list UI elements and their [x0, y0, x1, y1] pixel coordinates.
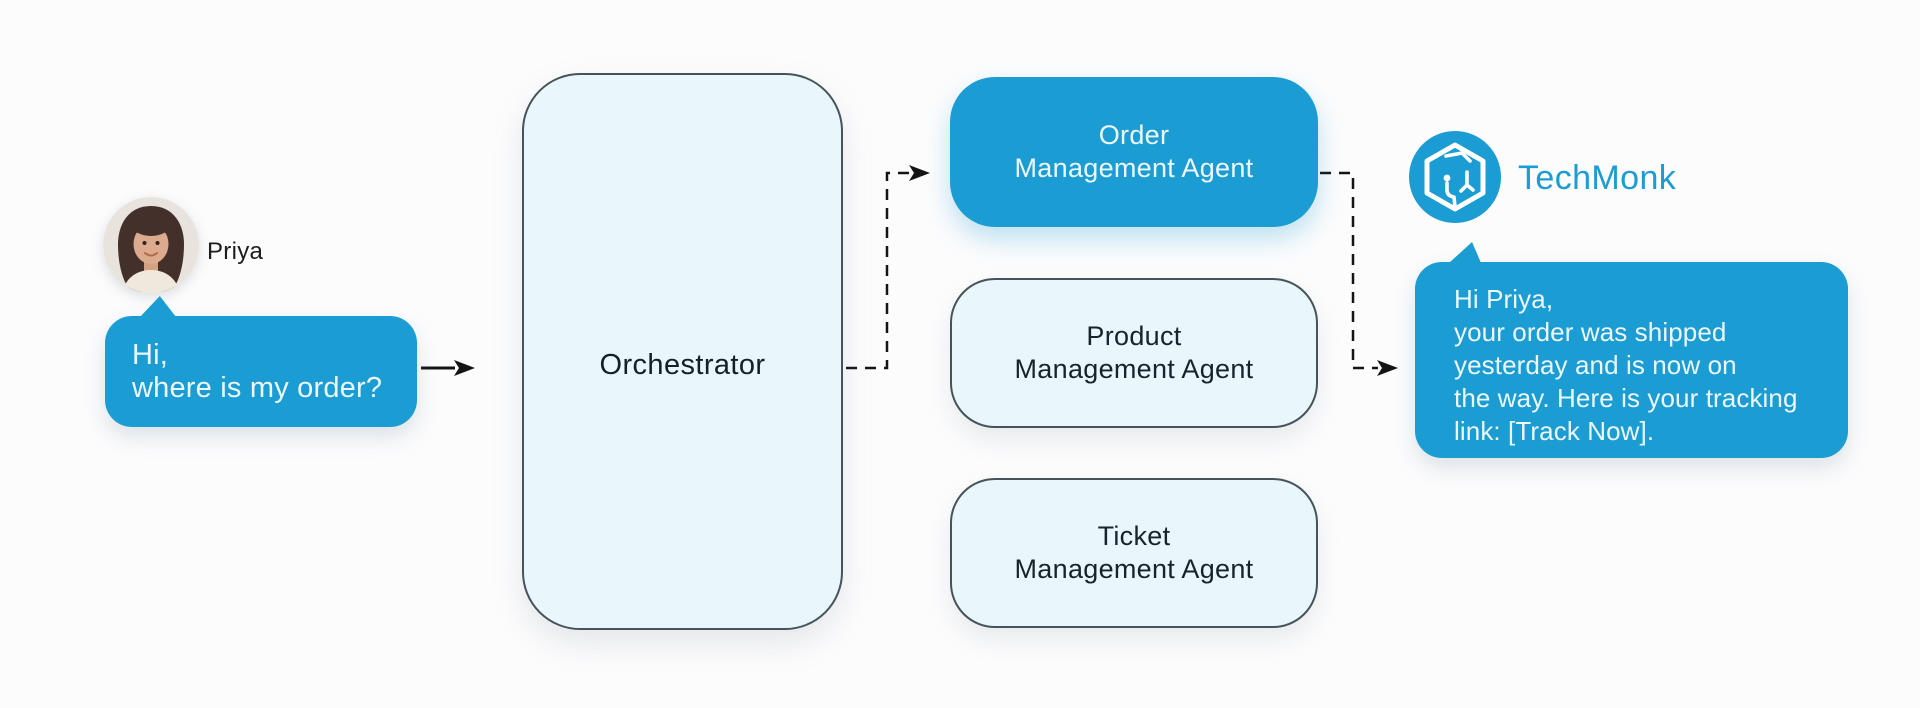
agent-label-line: Management Agent — [1014, 554, 1254, 584]
arrow-orchestrator-to-order-agent — [846, 165, 930, 370]
response-line: your order was shipped — [1454, 317, 1727, 347]
assistant-response-bubble: Hi Priya, your order was shipped yesterd… — [1415, 242, 1848, 458]
cube-circuit-icon — [1409, 131, 1501, 223]
arrow-order-agent-to-response — [1320, 171, 1398, 376]
agent-label-line: Product — [1086, 321, 1182, 351]
bubble-tail-up — [1449, 242, 1481, 263]
agent-label-line: Management Agent — [1014, 354, 1254, 384]
response-line: yesterday and is now on — [1454, 350, 1737, 380]
response-line: the way. Here is your tracking — [1454, 383, 1798, 413]
response-line: Hi Priya, — [1454, 284, 1554, 314]
agent-box-product-management: Product Management Agent — [950, 278, 1318, 428]
orchestrator-box: Orchestrator — [522, 73, 843, 630]
agent-box-order-management: Order Management Agent — [950, 77, 1318, 227]
brand-name: TechMonk — [1518, 159, 1677, 197]
agent-box-ticket-management: Ticket Management Agent — [950, 478, 1318, 628]
response-line: link: [Track Now]. — [1454, 416, 1655, 446]
user-message-bubble: Hi, where is my order? — [105, 296, 417, 427]
agent-label-line: Order — [1098, 120, 1170, 150]
user-name-label: Priya — [207, 238, 264, 265]
techmonk-logo — [1408, 130, 1502, 224]
bubble-tail-up — [140, 296, 176, 317]
user-avatar — [103, 197, 199, 293]
user-message-line: where is my order? — [132, 372, 383, 404]
woman-portrait-avatar-icon — [103, 197, 199, 293]
orchestrator-label: Orchestrator — [599, 349, 766, 381]
agent-label-line: Management Agent — [1014, 153, 1254, 183]
user-message-line: Hi, — [132, 339, 169, 371]
agent-label-line: Ticket — [1097, 521, 1171, 551]
